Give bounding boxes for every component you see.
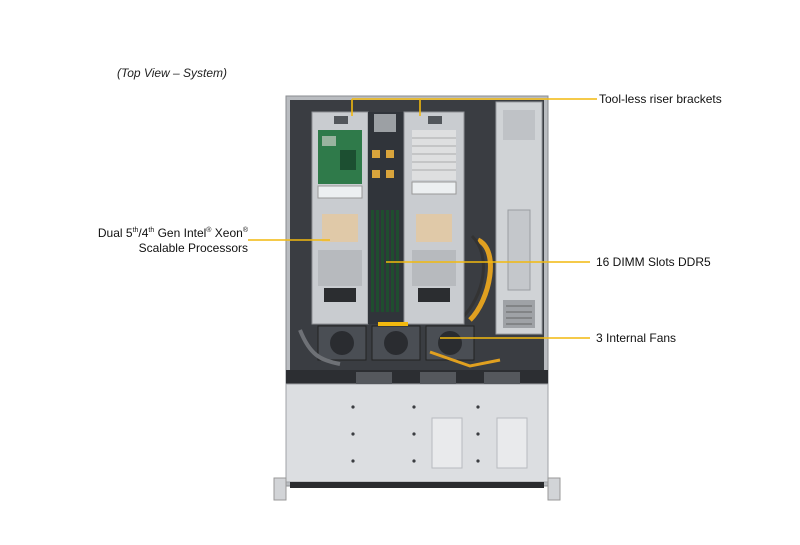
dimm-slots — [368, 112, 404, 324]
callout-processors-line1: Dual 5th/4th Gen Intel® Xeon® — [98, 226, 248, 241]
internal-fans — [298, 322, 501, 368]
callout-dimm-slots: 16 DIMM Slots DDR5 — [596, 255, 711, 269]
callout-processors: Dual 5th/4th Gen Intel® Xeon® Scalable P… — [98, 226, 248, 256]
rear-bays — [356, 372, 520, 384]
callout-processors-text-c: Gen Intel — [154, 226, 207, 240]
callout-processors-text-d: Xeon — [211, 226, 243, 240]
callout-processors-sup-4: ® — [242, 227, 248, 234]
riser-bracket-right — [403, 111, 465, 325]
leader-lines — [248, 98, 597, 339]
callout-processors-text-a: Dual 5 — [97, 226, 133, 240]
power-supply — [460, 101, 543, 335]
callout-riser-brackets: Tool-less riser brackets — [599, 92, 722, 106]
riser-bracket-left — [311, 111, 369, 325]
view-caption: (Top View – System) — [117, 66, 228, 80]
callout-processors-line2: Scalable Processors — [138, 241, 248, 255]
callout-internal-fans: 3 Internal Fans — [596, 331, 677, 345]
callout-processors-sup-3: ® — [206, 227, 212, 234]
callout-processors-text-b: /4 — [138, 226, 149, 240]
callout-processors-sup-2: th — [148, 227, 155, 234]
callout-processors-sup-1: th — [132, 227, 139, 234]
